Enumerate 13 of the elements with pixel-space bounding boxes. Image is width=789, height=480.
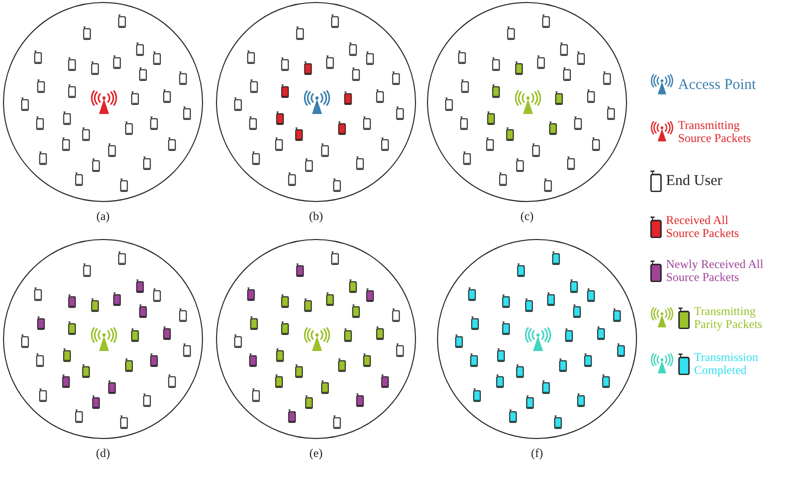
panel-label: (d)	[96, 446, 110, 461]
panel-label: (e)	[309, 446, 323, 461]
legend-label: Access Point	[678, 76, 757, 94]
panel-label: (b)	[309, 209, 323, 224]
legend-label: End User	[666, 172, 724, 190]
legend-label: Transmission Completed	[694, 351, 760, 378]
legend-label: Received All Source Packets	[666, 214, 740, 240]
panel-label: (f)	[531, 446, 543, 461]
panel-label: (c)	[520, 209, 534, 224]
legend-label: Transmitting Parity Packets	[694, 305, 764, 332]
panel-label: (a)	[96, 209, 110, 224]
legend-label: Newly Received All Source Packets	[666, 258, 764, 284]
legend-label: Transmitting Source Packets	[678, 119, 752, 146]
